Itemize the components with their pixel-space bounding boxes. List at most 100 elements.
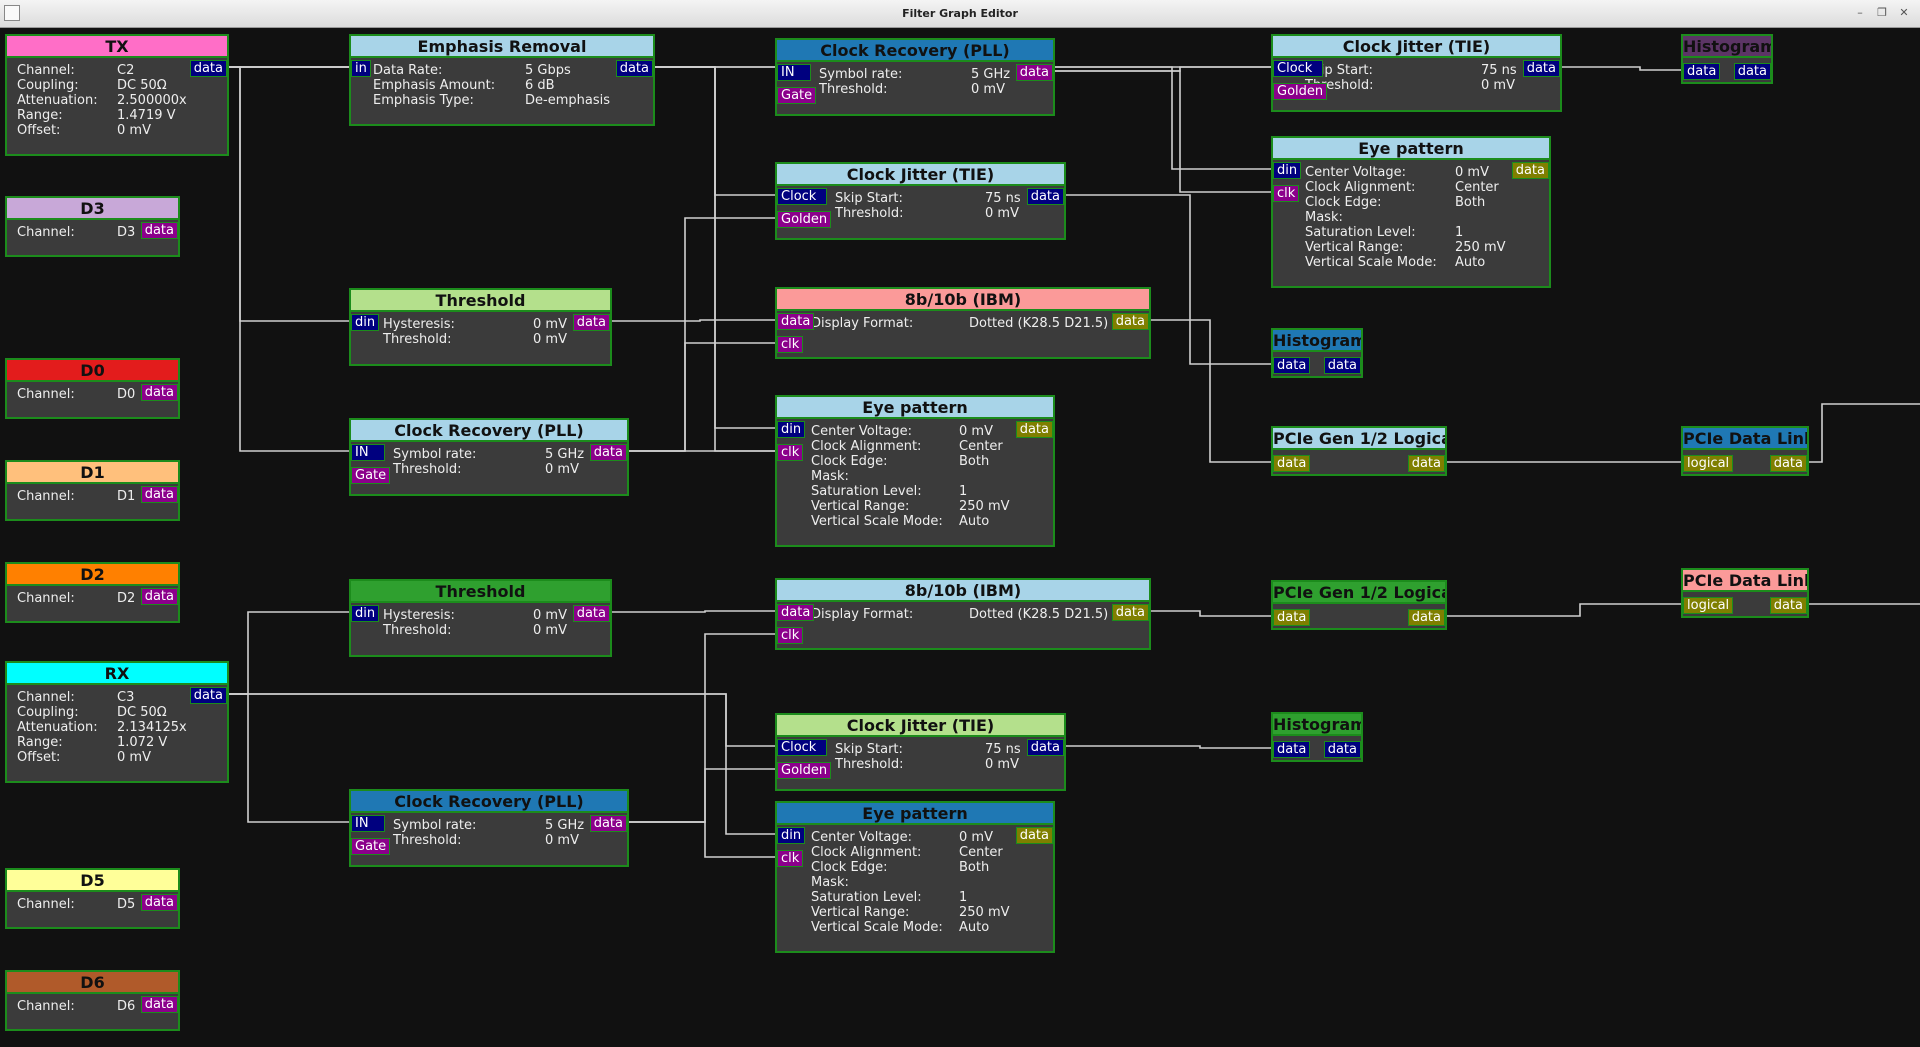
output-port-data[interactable]: data [572, 314, 610, 331]
output-port-data[interactable]: data [140, 222, 178, 239]
input-port-din[interactable]: din [351, 605, 380, 622]
output-port-data[interactable]: data [589, 444, 627, 461]
property-value[interactable]: 75 ns [985, 191, 1021, 206]
input-port-data[interactable]: data [1273, 357, 1311, 374]
property-value[interactable]: Center [959, 439, 1003, 454]
input-port-golden[interactable]: Golden [777, 211, 832, 228]
input-port-data[interactable]: data [777, 604, 815, 621]
output-port-data[interactable]: data [1522, 60, 1560, 77]
output-port-data[interactable]: data [1511, 162, 1549, 179]
input-port-clk[interactable]: clk [777, 444, 804, 461]
property-value[interactable]: 0 mV [545, 833, 579, 848]
property-value[interactable]: 2.134125x [117, 720, 187, 735]
output-port-data[interactable]: data [1111, 604, 1149, 621]
property-value[interactable]: D5 [117, 897, 136, 912]
property-value[interactable]: 0 mV [545, 462, 579, 477]
property-value[interactable]: 5 GHz [971, 67, 1011, 82]
property-value[interactable]: 0 mV [959, 830, 993, 845]
property-value[interactable]: 75 ns [985, 742, 1021, 757]
property-value[interactable]: D1 [117, 489, 136, 504]
property-value[interactable]: 5 GHz [545, 447, 585, 462]
input-port-in[interactable]: IN [351, 815, 385, 832]
property-value[interactable]: 1 [959, 890, 968, 905]
property-value[interactable]: D3 [117, 225, 136, 240]
minimize-icon[interactable]: – [1857, 6, 1863, 19]
output-port-data[interactable]: data [1323, 741, 1361, 758]
output-port-data[interactable]: data [1111, 313, 1149, 330]
output-port-data[interactable]: data [1323, 357, 1361, 374]
input-port-gate[interactable]: Gate [351, 467, 391, 484]
property-value[interactable]: 1.4719 V [117, 108, 176, 123]
output-port-data[interactable]: data [140, 894, 178, 911]
property-value[interactable]: Auto [959, 514, 990, 529]
input-port-clock[interactable]: Clock [1273, 60, 1323, 77]
output-port-data[interactable]: data [189, 687, 227, 704]
property-value[interactable]: DC 50Ω [117, 705, 167, 720]
filter-node-dec1[interactable]: 8b/10b (IBM)Display Format:Dotted (K28.5… [775, 287, 1151, 359]
property-value[interactable]: Both [959, 860, 990, 875]
property-value[interactable]: D6 [117, 999, 136, 1014]
property-value[interactable]: 5 Gbps [525, 63, 571, 78]
input-port-golden[interactable]: Golden [777, 762, 832, 779]
input-port-in[interactable]: in [351, 60, 371, 77]
input-port-gate[interactable]: Gate [777, 87, 817, 104]
property-value[interactable]: 0 mV [985, 206, 1019, 221]
output-port-data[interactable]: data [140, 996, 178, 1013]
property-value[interactable]: 250 mV [1455, 240, 1506, 255]
output-port-data[interactable]: data [1733, 63, 1771, 80]
close-icon[interactable]: ✕ [1899, 6, 1909, 19]
property-value[interactable]: 0 mV [533, 332, 567, 347]
output-port-data[interactable]: data [1407, 609, 1445, 626]
input-port-in[interactable]: IN [777, 64, 811, 81]
property-value[interactable]: 0 mV [117, 750, 151, 765]
output-port-data[interactable]: data [1769, 597, 1807, 614]
input-port-data[interactable]: data [1273, 741, 1311, 758]
input-port-logical[interactable]: logical [1683, 597, 1734, 614]
property-value[interactable]: DC 50Ω [117, 78, 167, 93]
input-port-din[interactable]: din [351, 314, 380, 331]
output-port-data[interactable]: data [1015, 421, 1053, 438]
input-port-din[interactable]: din [777, 827, 806, 844]
output-port-data[interactable]: data [1026, 188, 1064, 205]
property-value[interactable]: 0 mV [1455, 165, 1489, 180]
property-value[interactable]: Center [959, 845, 1003, 860]
input-port-clk[interactable]: clk [777, 627, 804, 644]
output-port-data[interactable]: data [140, 588, 178, 605]
property-value[interactable]: Auto [959, 920, 990, 935]
output-port-data[interactable]: data [1015, 827, 1053, 844]
input-port-gate[interactable]: Gate [351, 838, 391, 855]
input-port-din[interactable]: din [777, 421, 806, 438]
property-value[interactable]: 1 [959, 484, 968, 499]
input-port-data[interactable]: data [1273, 455, 1311, 472]
output-port-data[interactable]: data [1026, 739, 1064, 756]
property-value[interactable]: 0 mV [117, 123, 151, 138]
property-value[interactable]: 0 mV [533, 608, 567, 623]
property-value[interactable]: Auto [1455, 255, 1486, 270]
maximize-icon[interactable]: ❐ [1877, 6, 1887, 19]
input-port-clk[interactable]: clk [1273, 185, 1300, 202]
property-value[interactable]: D2 [117, 591, 136, 606]
